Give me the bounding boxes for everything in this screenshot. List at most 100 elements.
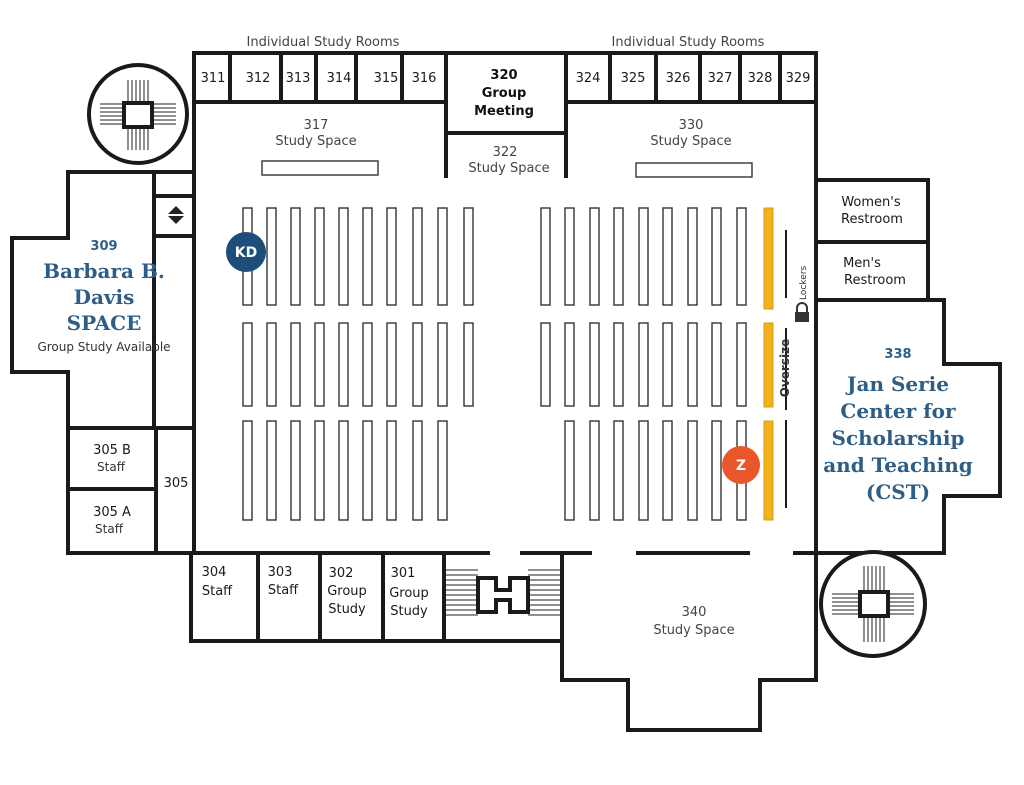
book-stack: [362, 420, 373, 521]
stairwell-bottom-right[interactable]: [819, 550, 927, 658]
table-330: [635, 162, 753, 178]
room-301-label[interactable]: 301 Group Study: [389, 566, 429, 619]
room-309-line1: Barbara B.: [43, 259, 165, 283]
room-338-line5: (CST): [866, 480, 930, 504]
room-304-label[interactable]: 304 Staff: [202, 565, 234, 599]
book-stack: [412, 322, 423, 407]
room-305b-name: Staff: [97, 460, 126, 474]
building-walls: [10, 51, 1002, 732]
room-329[interactable]: 329: [786, 71, 811, 86]
room-326[interactable]: 326: [666, 71, 691, 86]
room-338-line1: Jan Serie: [845, 372, 949, 396]
mens-restroom-line2: Restroom: [844, 273, 906, 288]
book-stacks: [242, 207, 747, 521]
book-stack: [437, 207, 448, 306]
room-338-line2: Center for: [840, 399, 956, 423]
book-stack: [687, 420, 698, 521]
room-320-number: 320: [490, 68, 517, 83]
room-315[interactable]: 315: [374, 71, 399, 86]
book-stack: [711, 322, 722, 407]
book-stack: [540, 322, 551, 407]
room-305b-label[interactable]: 305 B Staff: [93, 443, 131, 474]
room-320-line2: Meeting: [474, 104, 534, 119]
room-340-label[interactable]: 340 Study Space: [653, 605, 734, 638]
room-313[interactable]: 313: [286, 71, 311, 86]
room-305a-number: 305 A: [93, 505, 131, 520]
room-301-number: 301: [391, 566, 416, 581]
room-303-name: Staff: [268, 583, 299, 598]
marker-kd-label: KD: [235, 245, 257, 261]
room-303-number: 303: [268, 565, 293, 580]
room-330-label[interactable]: 330 Study Space: [650, 118, 731, 149]
room-314[interactable]: 314: [327, 71, 352, 86]
room-322-name: Study Space: [468, 161, 549, 176]
book-stack: [564, 207, 575, 306]
marker-z[interactable]: Z: [722, 446, 760, 484]
book-stack: [463, 322, 474, 407]
room-305[interactable]: 305: [164, 476, 189, 491]
book-stack: [687, 207, 698, 306]
book-stack: [362, 322, 373, 407]
room-330-number: 330: [679, 118, 704, 133]
room-302-label[interactable]: 302 Group Study: [327, 566, 367, 617]
book-stack: [338, 420, 349, 521]
book-stack: [338, 207, 349, 306]
lock-icon: [795, 302, 809, 322]
room-311[interactable]: 311: [201, 71, 226, 86]
book-stack: [662, 322, 673, 407]
oversize-label: Oversize: [778, 339, 792, 397]
room-304-name: Staff: [202, 584, 233, 599]
womens-restroom-label[interactable]: Women's Restroom: [841, 195, 903, 227]
room-309-line3: SPACE: [67, 311, 142, 335]
womens-restroom-line2: Restroom: [841, 212, 903, 227]
room-324[interactable]: 324: [576, 71, 601, 86]
room-338-line4: and Teaching: [823, 453, 973, 477]
lockers-label: Lockers: [799, 266, 809, 300]
book-stack: [613, 207, 624, 306]
mens-restroom-label[interactable]: Men's Restroom: [843, 256, 906, 288]
room-320-label[interactable]: 320 Group Meeting: [474, 68, 534, 119]
elevator-icon: [168, 206, 184, 224]
room-316[interactable]: 316: [412, 71, 437, 86]
room-328[interactable]: 328: [748, 71, 773, 86]
top-left-room-labels[interactable]: 311 312 313 314 315 316: [201, 71, 437, 86]
room-322-label[interactable]: 322 Study Space: [468, 145, 549, 176]
book-stack: [540, 207, 551, 306]
book-stack: [266, 420, 277, 521]
book-stack: [290, 322, 301, 407]
room-309-note: Group Study Available: [37, 340, 170, 354]
room-338-label[interactable]: 338 Jan Serie Center for Scholarship and…: [823, 347, 973, 504]
room-303-label[interactable]: 303 Staff: [268, 565, 300, 598]
book-stack: [662, 207, 673, 306]
room-304-number: 304: [202, 565, 227, 580]
book-stack: [412, 207, 423, 306]
room-312[interactable]: 312: [246, 71, 271, 86]
book-stack: [564, 420, 575, 521]
book-stack: [386, 322, 397, 407]
book-stack: [362, 207, 373, 306]
book-stack: [314, 322, 325, 407]
room-301-line2: Study: [390, 604, 428, 619]
room-317-label[interactable]: 317 Study Space: [275, 118, 356, 149]
top-right-room-labels[interactable]: 324 325 326 327 328 329: [576, 71, 811, 86]
room-327[interactable]: 327: [708, 71, 733, 86]
room-322-number: 322: [493, 145, 518, 160]
stairwell-center-bottom[interactable]: [446, 569, 560, 616]
book-stack: [736, 322, 747, 407]
book-stack: [638, 322, 649, 407]
room-302-number: 302: [329, 566, 354, 581]
book-stack: [314, 207, 325, 306]
marker-kd[interactable]: KD: [226, 232, 266, 272]
book-stack: [412, 420, 423, 521]
room-302-line1: Group: [327, 584, 367, 599]
stairwell-top-left[interactable]: [87, 63, 189, 165]
book-stack: [338, 322, 349, 407]
room-325[interactable]: 325: [621, 71, 646, 86]
room-305a-label[interactable]: 305 A Staff: [93, 505, 131, 536]
oversize-shelves: [763, 207, 774, 521]
room-305a-name: Staff: [95, 522, 124, 536]
room-309-line2: Davis: [74, 285, 135, 309]
room-309-label[interactable]: 309 Barbara B. Davis SPACE Group Study A…: [37, 239, 170, 354]
book-stack: [589, 322, 600, 407]
